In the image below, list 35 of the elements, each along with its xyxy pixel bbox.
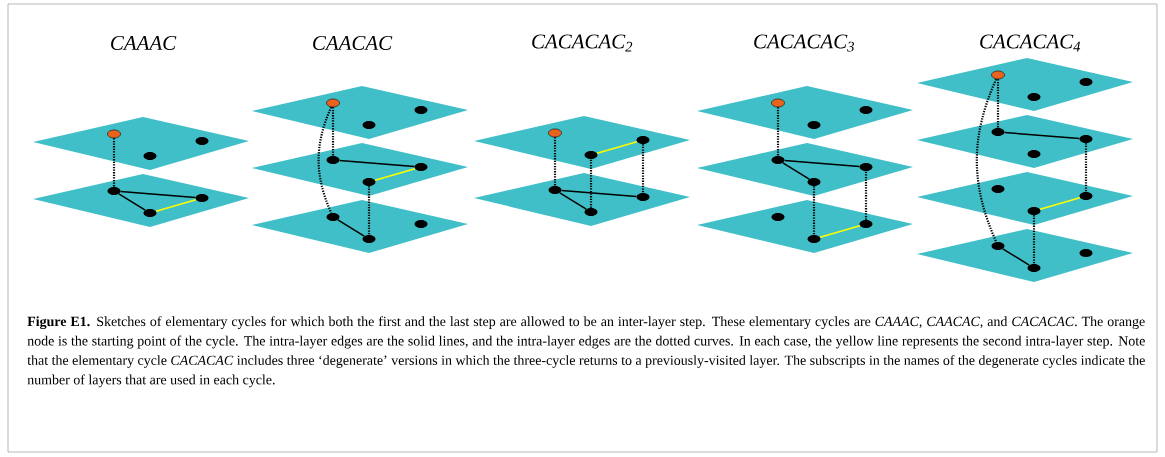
- edge-line: [819, 225, 861, 238]
- edge-line: [1002, 248, 1030, 266]
- edge-line: [337, 219, 365, 237]
- dotted-edge: [1084, 143, 1088, 192]
- dotted-edge: [776, 107, 780, 156]
- caption: Figure E1. Sketches of elementary cycles for which both the first and the last step are allowed to be an inter-layer step. These elementary cycles are CAAAC, CAACAC, and CACACAC. The orange node is the starting point of the cycle. The intra-layer edges are the solid lines, and the intra-layer edges are the dotted curves. In each case, the yellow line represents the second intra-layer step. Note that the elementary cycle CACACAC includes three ‘degenerate’ versions in which the three-cycle returns to a previously-visited layer. The subscripts in the names of the degenerate cycles indicate the number of layers that are used in each cycle.: [27, 316, 1145, 388]
- dotted-edge: [641, 144, 645, 193]
- dotted-edge: [553, 137, 557, 186]
- dotted-edge: [975, 78, 998, 243]
- cycle-title: CACACAC$_{4}$: [980, 34, 1081, 52]
- edge-line: [560, 189, 638, 198]
- dotted-edge: [996, 79, 1000, 128]
- cycle-title: CACACAC$_{3}$: [754, 34, 854, 52]
- edge-line: [783, 159, 861, 168]
- edge-line: [119, 190, 197, 199]
- dotted-edge: [1032, 215, 1036, 264]
- cycle-title: CAAAC: [111, 35, 177, 50]
- cycle-title: CACACAC$_{2}$: [532, 34, 633, 52]
- dotted-edge: [331, 107, 335, 156]
- dotted-edge: [812, 186, 816, 235]
- edge-line: [338, 159, 416, 168]
- dotted-edge: [317, 106, 333, 214]
- dotted-edge: [589, 159, 593, 208]
- edge-line: [782, 162, 810, 180]
- dotted-edge: [112, 138, 116, 187]
- dotted-edge: [864, 171, 868, 220]
- dotted-edge: [367, 186, 371, 235]
- edge-line: [118, 193, 146, 211]
- edge-line: [1039, 197, 1081, 210]
- edge-line: [559, 192, 587, 210]
- edge-line: [596, 141, 638, 154]
- edge-line: [374, 168, 416, 181]
- cycle-title: CAACAC: [313, 35, 393, 50]
- edge-line: [1003, 131, 1081, 140]
- edge-line: [155, 199, 197, 212]
